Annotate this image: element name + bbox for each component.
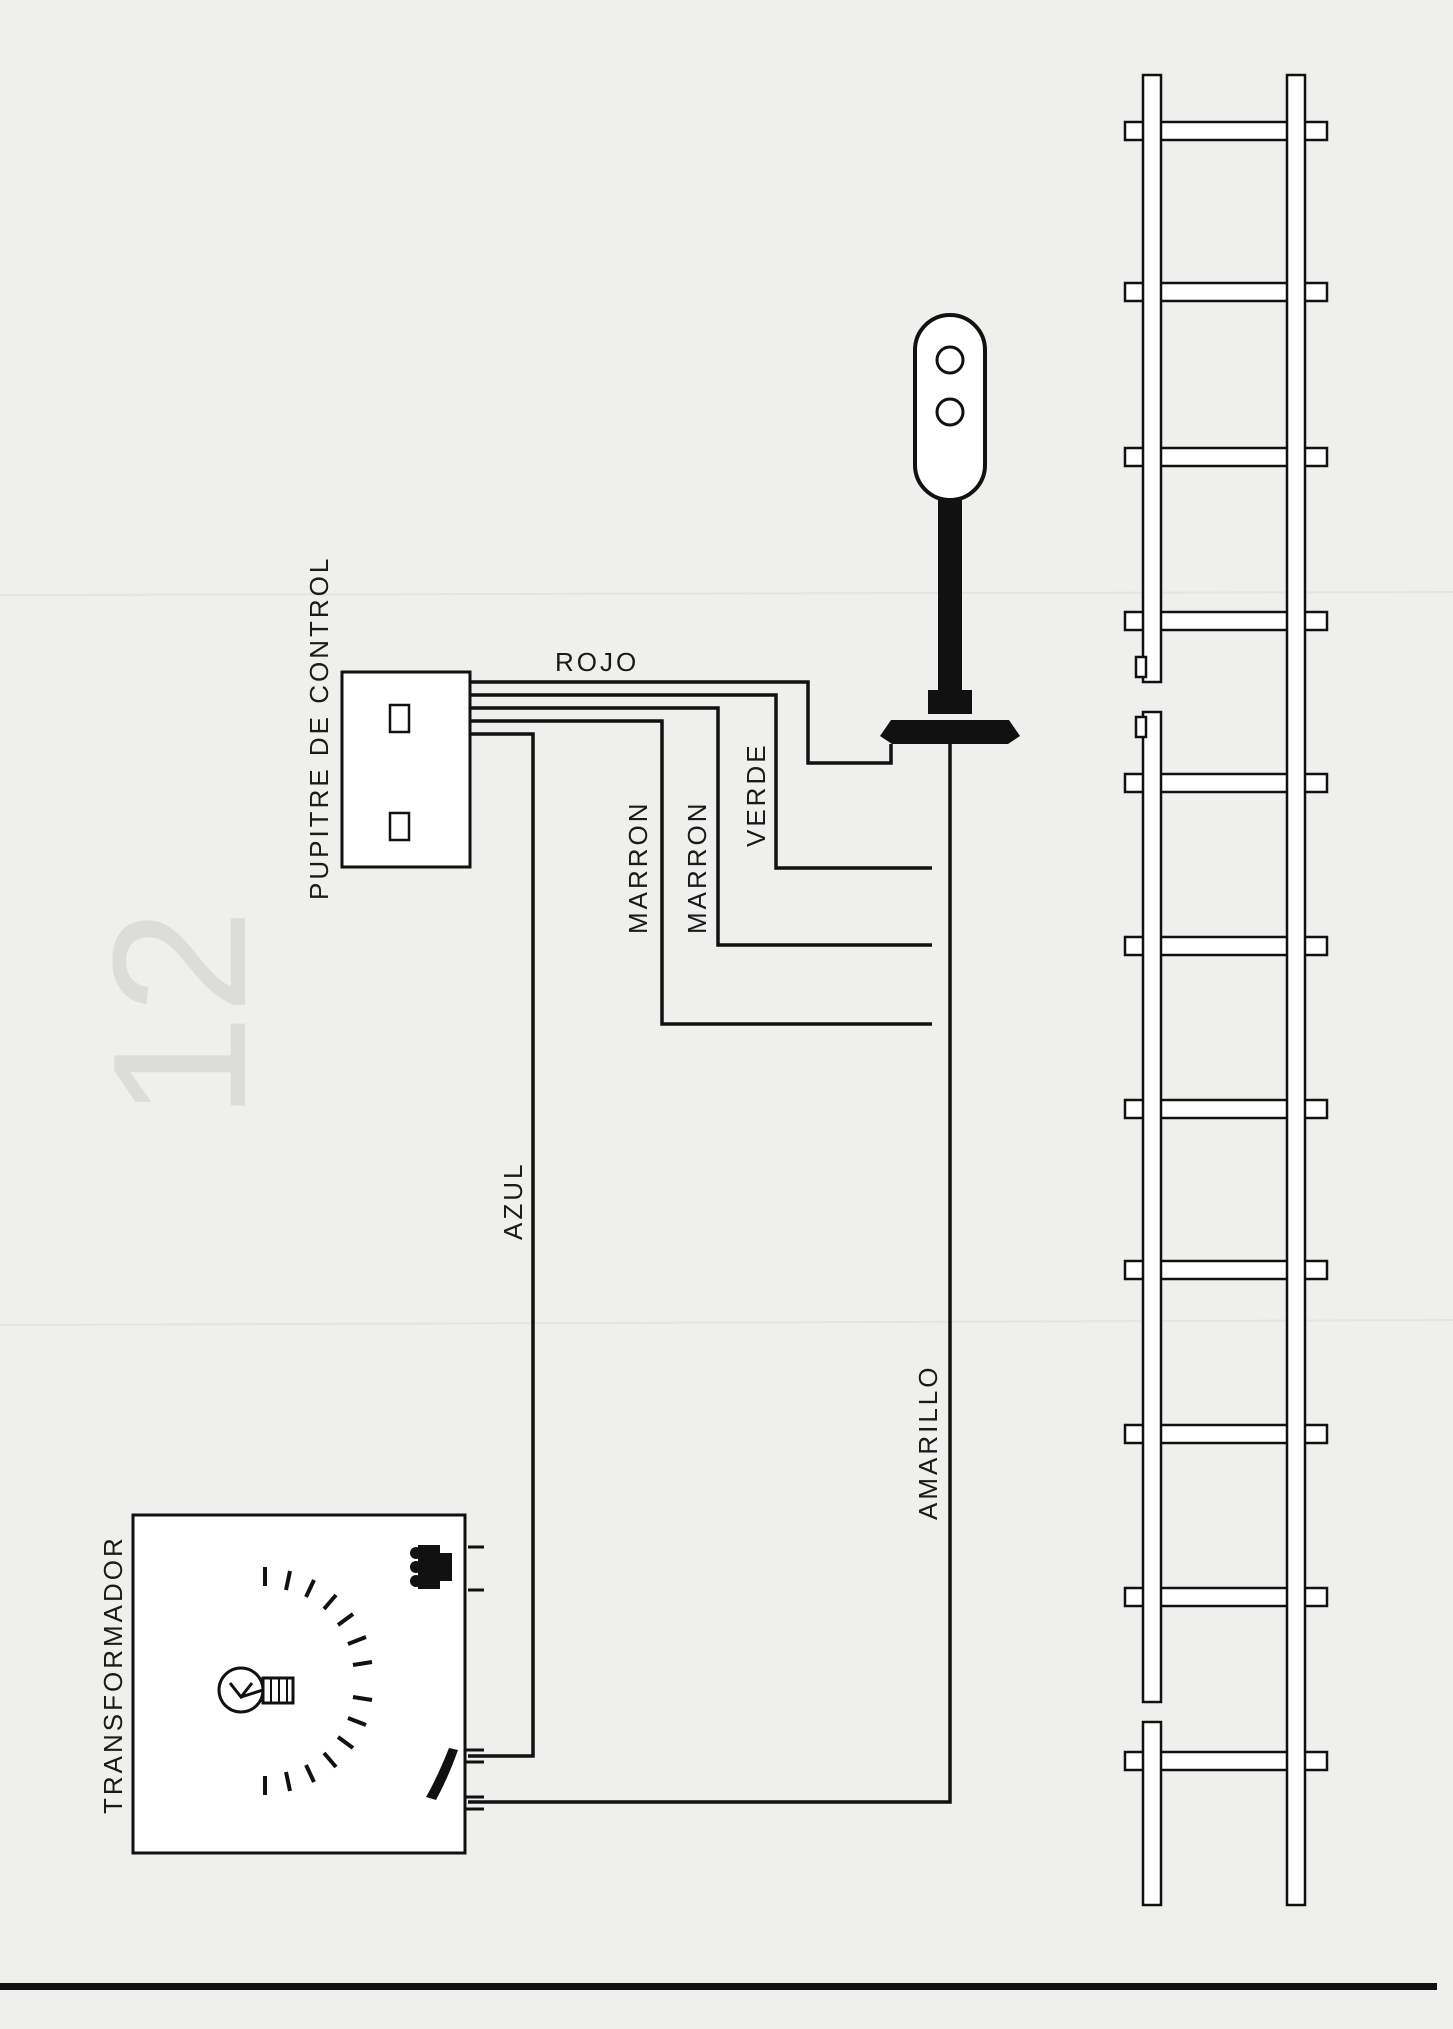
wire-brown-2 xyxy=(470,719,932,1026)
page-number: 12 xyxy=(74,909,286,1120)
sleeper xyxy=(1123,120,1329,142)
speed-dial-scale xyxy=(263,1567,373,1795)
sleeper xyxy=(1123,610,1329,632)
wire-green xyxy=(470,693,932,870)
sleeper xyxy=(1123,281,1329,303)
rail-terminal xyxy=(1134,655,1148,679)
sleeper xyxy=(1123,1259,1329,1281)
wire-brown-1 xyxy=(470,706,932,947)
signal-collar xyxy=(928,690,972,714)
wire-label-brown-1: MARRON xyxy=(623,800,653,934)
sleeper xyxy=(1123,1586,1329,1608)
light-signal xyxy=(880,313,1020,744)
transformer-terminals-top xyxy=(468,1545,484,1592)
wire-label-blue: AZUL xyxy=(498,1162,528,1240)
left-rail-bottom xyxy=(1141,1720,1163,1907)
control-panel xyxy=(340,670,472,869)
control-panel-label: PUPITRE DE CONTROL xyxy=(304,556,334,900)
wire-label-brown-2: MARRON xyxy=(682,800,712,934)
signal-post xyxy=(938,500,962,698)
control-button-top xyxy=(388,703,411,734)
sleeper xyxy=(1123,1750,1329,1772)
left-rail-lower xyxy=(1141,710,1163,1704)
transformer-terminals-bottom xyxy=(465,1748,484,1811)
control-button-bottom xyxy=(388,811,411,842)
locomotive-icon xyxy=(410,1545,452,1589)
sleeper xyxy=(1123,935,1329,957)
sleeper xyxy=(1123,1098,1329,1120)
wire-label-yellow: AMARILLO xyxy=(913,1365,943,1521)
direction-lever xyxy=(426,1748,458,1800)
light-bulb-icon xyxy=(217,1666,295,1714)
wire-red xyxy=(470,680,893,765)
transformer-label: TRANSFORMADOR xyxy=(98,1535,128,1814)
sleeper xyxy=(1123,1423,1329,1445)
rail-terminal xyxy=(1134,715,1148,739)
bottom-border-line xyxy=(0,1983,1437,1990)
sleeper xyxy=(1123,772,1329,794)
wire-yellow xyxy=(468,744,952,1804)
track-sleepers xyxy=(1123,120,1329,1772)
wire-blue xyxy=(468,732,535,1758)
signal-lamp-bottom xyxy=(935,397,965,427)
sleeper xyxy=(1123,446,1329,468)
wiring xyxy=(468,680,952,1804)
wire-label-red: ROJO xyxy=(555,647,639,677)
signal-lamp-top xyxy=(935,345,965,375)
wire-label-green: VERDE xyxy=(741,742,771,847)
transformer-box xyxy=(131,1513,467,1855)
right-rail xyxy=(1285,73,1307,1907)
fold-line xyxy=(0,1319,1453,1326)
railway-track xyxy=(1123,73,1329,1907)
fold-line xyxy=(0,591,1453,596)
transformer xyxy=(131,1513,484,1855)
left-rail-upper xyxy=(1141,73,1163,684)
signal-base xyxy=(880,720,1020,744)
